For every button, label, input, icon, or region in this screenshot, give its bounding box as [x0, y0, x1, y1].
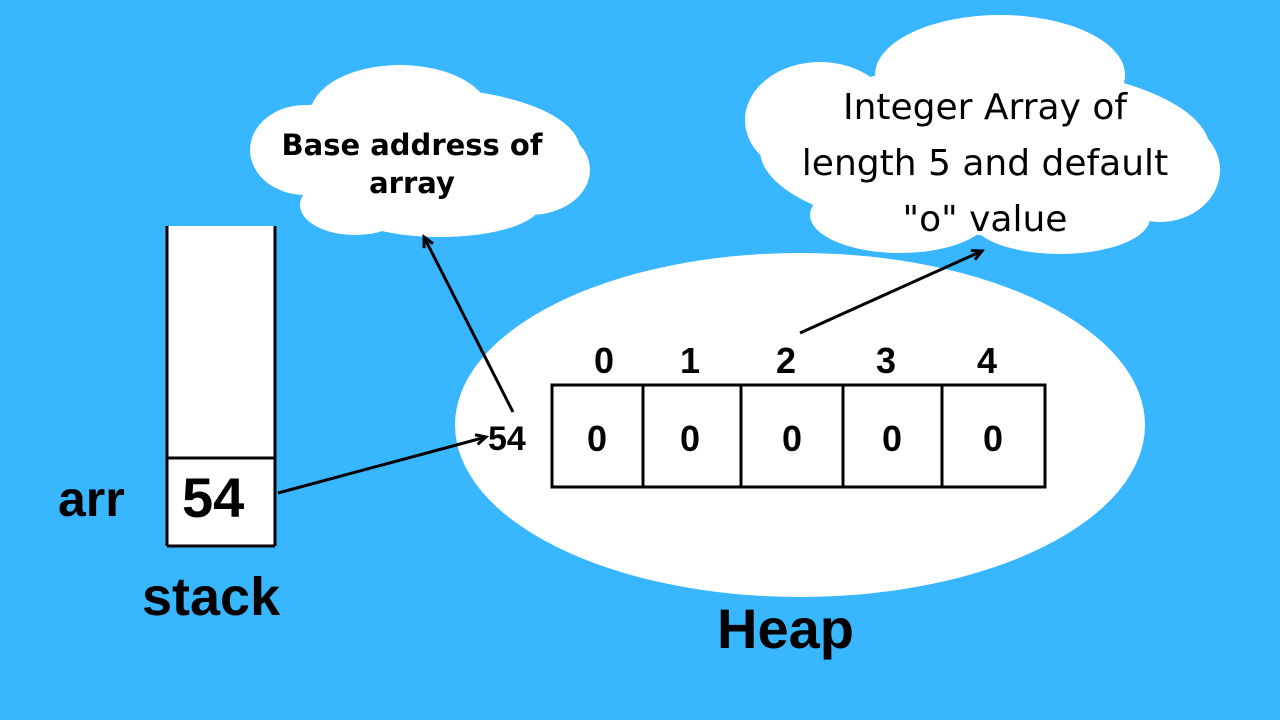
heap-address: 54 [488, 420, 526, 458]
stack-label: stack [142, 567, 281, 627]
arrow-address-to-callout [424, 237, 515, 413]
array-index-2: 2 [775, 340, 797, 381]
array-value-1: 0 [679, 418, 701, 459]
array-cell-4 [940, 383, 1047, 489]
callout-base-address-line2: array [369, 166, 455, 200]
array-index-0: 0 [593, 340, 615, 381]
callout-array-description: Integer Array of length 5 and default "o… [760, 80, 1210, 248]
array-value-0: 0 [586, 418, 608, 459]
arrow-array-to-callout [799, 251, 982, 335]
array-value-3: 0 [881, 418, 903, 459]
heap-ellipse [455, 253, 1145, 597]
stack-variable-value: 54 [182, 466, 245, 529]
callout-base-address: Base address of array [262, 126, 562, 202]
stack-variable-name: arr [58, 471, 125, 527]
heap-label: Heap [717, 597, 854, 660]
array-cells [550, 383, 1047, 489]
callout-base-address-line1: Base address of [281, 128, 543, 162]
callout-array-line2: length 5 and default [801, 143, 1169, 184]
array-index-3: 3 [875, 340, 897, 381]
arrow-stack-to-heap [277, 437, 486, 495]
array-value-2: 0 [781, 418, 803, 459]
cloud-array-description [745, 15, 1220, 254]
array-index-4: 4 [976, 340, 998, 381]
cloud-base-address [250, 65, 590, 237]
stack-column [165, 226, 277, 548]
callout-array-line1: Integer Array of [842, 87, 1128, 128]
callout-array-line3: "o" value [902, 199, 1068, 240]
array-value-4: 0 [982, 418, 1004, 459]
array-index-1: 1 [679, 340, 701, 381]
